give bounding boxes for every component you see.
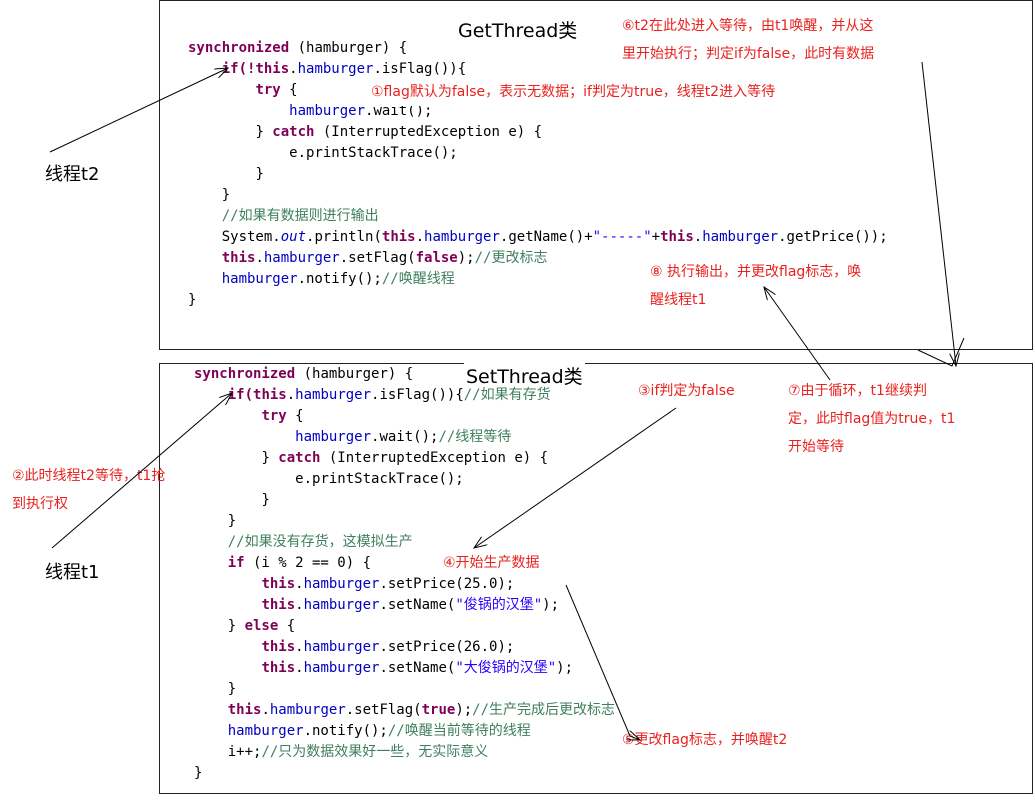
code-line: } catch (InterruptedException e) { [261,450,549,466]
note-step-2: ②此时线程t2等待，t1抢 到执行权 [12,462,165,518]
note-line: 开始等待 [788,439,844,455]
note-line: 到执行权 [12,496,68,512]
note-line: 醒线程t1 [650,292,707,308]
note-line: ②此时线程t2等待，t1抢 [12,468,166,484]
code-line: i++;//只为数据效果好一些，无实际意义 [227,744,489,760]
code-line: synchronized (hamburger) { [188,40,408,56]
arrow-t1-to-set-if [51,393,232,549]
code-line: } [261,492,270,508]
code-line: } [255,166,264,182]
code-line: //如果有数据则进行输出 [221,208,379,224]
arrow-step-8 [764,287,831,381]
note-line: ⑥t2在此处进入等待，由t1唤醒，并从这 [622,18,874,34]
getthread-code: synchronized (hamburger) { if(!this.hamb… [188,38,888,311]
code-line: this.hamburger.setFlag(true);//生产完成后更改标志 [227,702,616,718]
code-line: } [188,292,197,308]
code-line: } [227,681,237,697]
code-line: hamburger.wait();//线程等待 [295,429,512,445]
arrow-t2-to-get-if [49,68,228,153]
code-line: hamburger.notify();//唤醒线程 [221,271,455,287]
code-line: if(!this.hamburger.isFlag()){ [221,61,467,77]
getthread-title: GetThread类 [458,20,578,42]
note-step-6: ⑥t2在此处进入等待，由t1唤醒，并从这 里开始执行；判定if为false，此时… [622,12,874,68]
note-step-3: ③if判定为false [638,383,735,399]
code-line: this.hamburger.setName("大俊锅的汉堡"); [261,660,574,676]
code-line: try { [255,82,298,98]
setthread-panel [159,363,1033,794]
note-line: 定，此时flag值为true，t1 [788,411,956,427]
note-line: 里开始执行；判定if为false，此时有数据 [622,46,875,62]
arrow-step-3 [474,407,677,548]
code-line: this.hamburger.setFlag(false);//更改标志 [221,250,548,266]
note-step-5: ⑤更改flag标志，并唤醒t2 [622,732,788,748]
thread-t2-label: 线程t2 [45,164,100,185]
code-line: e.printStackTrace(); [295,471,464,487]
code-line: e.printStackTrace(); [289,145,458,161]
code-line: hamburger.wait(); [289,103,433,119]
setthread-code: synchronized (hamburger) { if(this.hambu… [194,364,615,784]
note-step-4: ④开始生产数据 [443,555,540,571]
code-line: hamburger.notify();//唤醒当前等待的线程 [227,723,531,739]
code-line: this.hamburger.setPrice(25.0); [261,576,515,592]
setthread-title: SetThread类 [464,362,585,389]
code-line: synchronized (hamburger) { [194,366,414,382]
code-line: this.hamburger.setPrice(26.0); [261,639,515,655]
code-line: this.hamburger.setName("俊锅的汉堡"); [261,597,560,613]
note-line: ⑧ 执行输出，并更改flag标志，唤 [650,264,862,280]
code-line: if (i % 2 == 0) { [227,555,372,571]
note-line: ⑦由于循环，t1继续判 [788,383,927,399]
code-line: } else { [227,618,296,634]
code-line: } [227,513,237,529]
getthread-panel [159,0,1033,350]
code-line: } [221,187,231,203]
code-line: } catch (InterruptedException e) { [255,124,543,140]
arrow-step-6-corner [917,337,965,367]
code-line: System.out.println(this.hamburger.getNam… [221,229,888,245]
code-line: } [194,765,203,781]
note-step-8: ⑧ 执行输出，并更改flag标志，唤 醒线程t1 [650,258,861,314]
code-line: if(this.hamburger.isFlag()){//如果有存货 [227,387,551,403]
note-step-1: ①flag默认为false，表示无数据；if判定为true，线程t2进入等待 [371,78,776,106]
arrow-step-5 [565,584,640,740]
arrow-step-6 [921,61,956,366]
code-line: try { [261,408,304,424]
note-step-7: ⑦由于循环，t1继续判 定，此时flag值为true，t1 开始等待 [788,377,955,461]
code-line: //如果没有存货，这模拟生产 [227,534,413,550]
thread-t1-label: 线程t1 [45,562,100,583]
